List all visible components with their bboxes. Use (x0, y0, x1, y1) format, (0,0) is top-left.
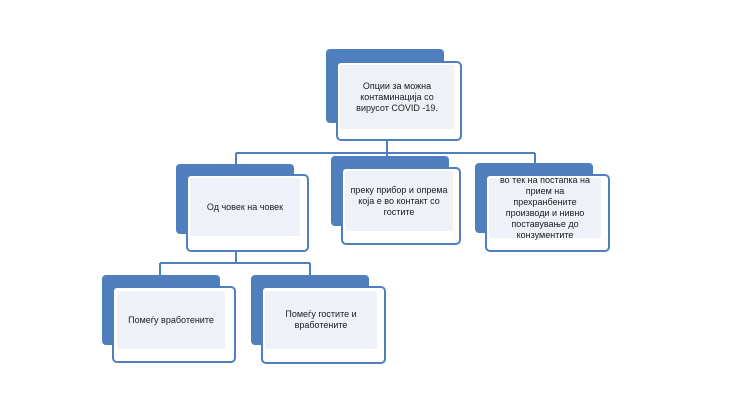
node-equipment-label: преку прибор и опрема која е во контакт … (345, 171, 453, 231)
node-person-to-person: Од човек на човек (176, 164, 309, 252)
node-root-label: Опции за можна контаминација со вирусот … (340, 65, 454, 129)
node-between-employees-label: Помеѓу вработените (117, 291, 225, 349)
node-person-to-person-label: Од човек на човек (190, 178, 300, 236)
node-reception-label: во тек на постапка на прием на прехранбе… (489, 175, 601, 240)
node-between-guests-employees: Помеѓу гостите и вработените (251, 275, 386, 364)
node-between-employees: Помеѓу вработените (102, 275, 236, 363)
node-between-guests-employees-label: Помеѓу гостите и вработените (265, 291, 377, 349)
node-equipment: преку прибор и опрема која е во контакт … (331, 156, 461, 245)
node-reception: во тек на постапка на прием на прехранбе… (475, 163, 610, 252)
node-root: Опции за можна контаминација со вирусот … (326, 49, 462, 141)
